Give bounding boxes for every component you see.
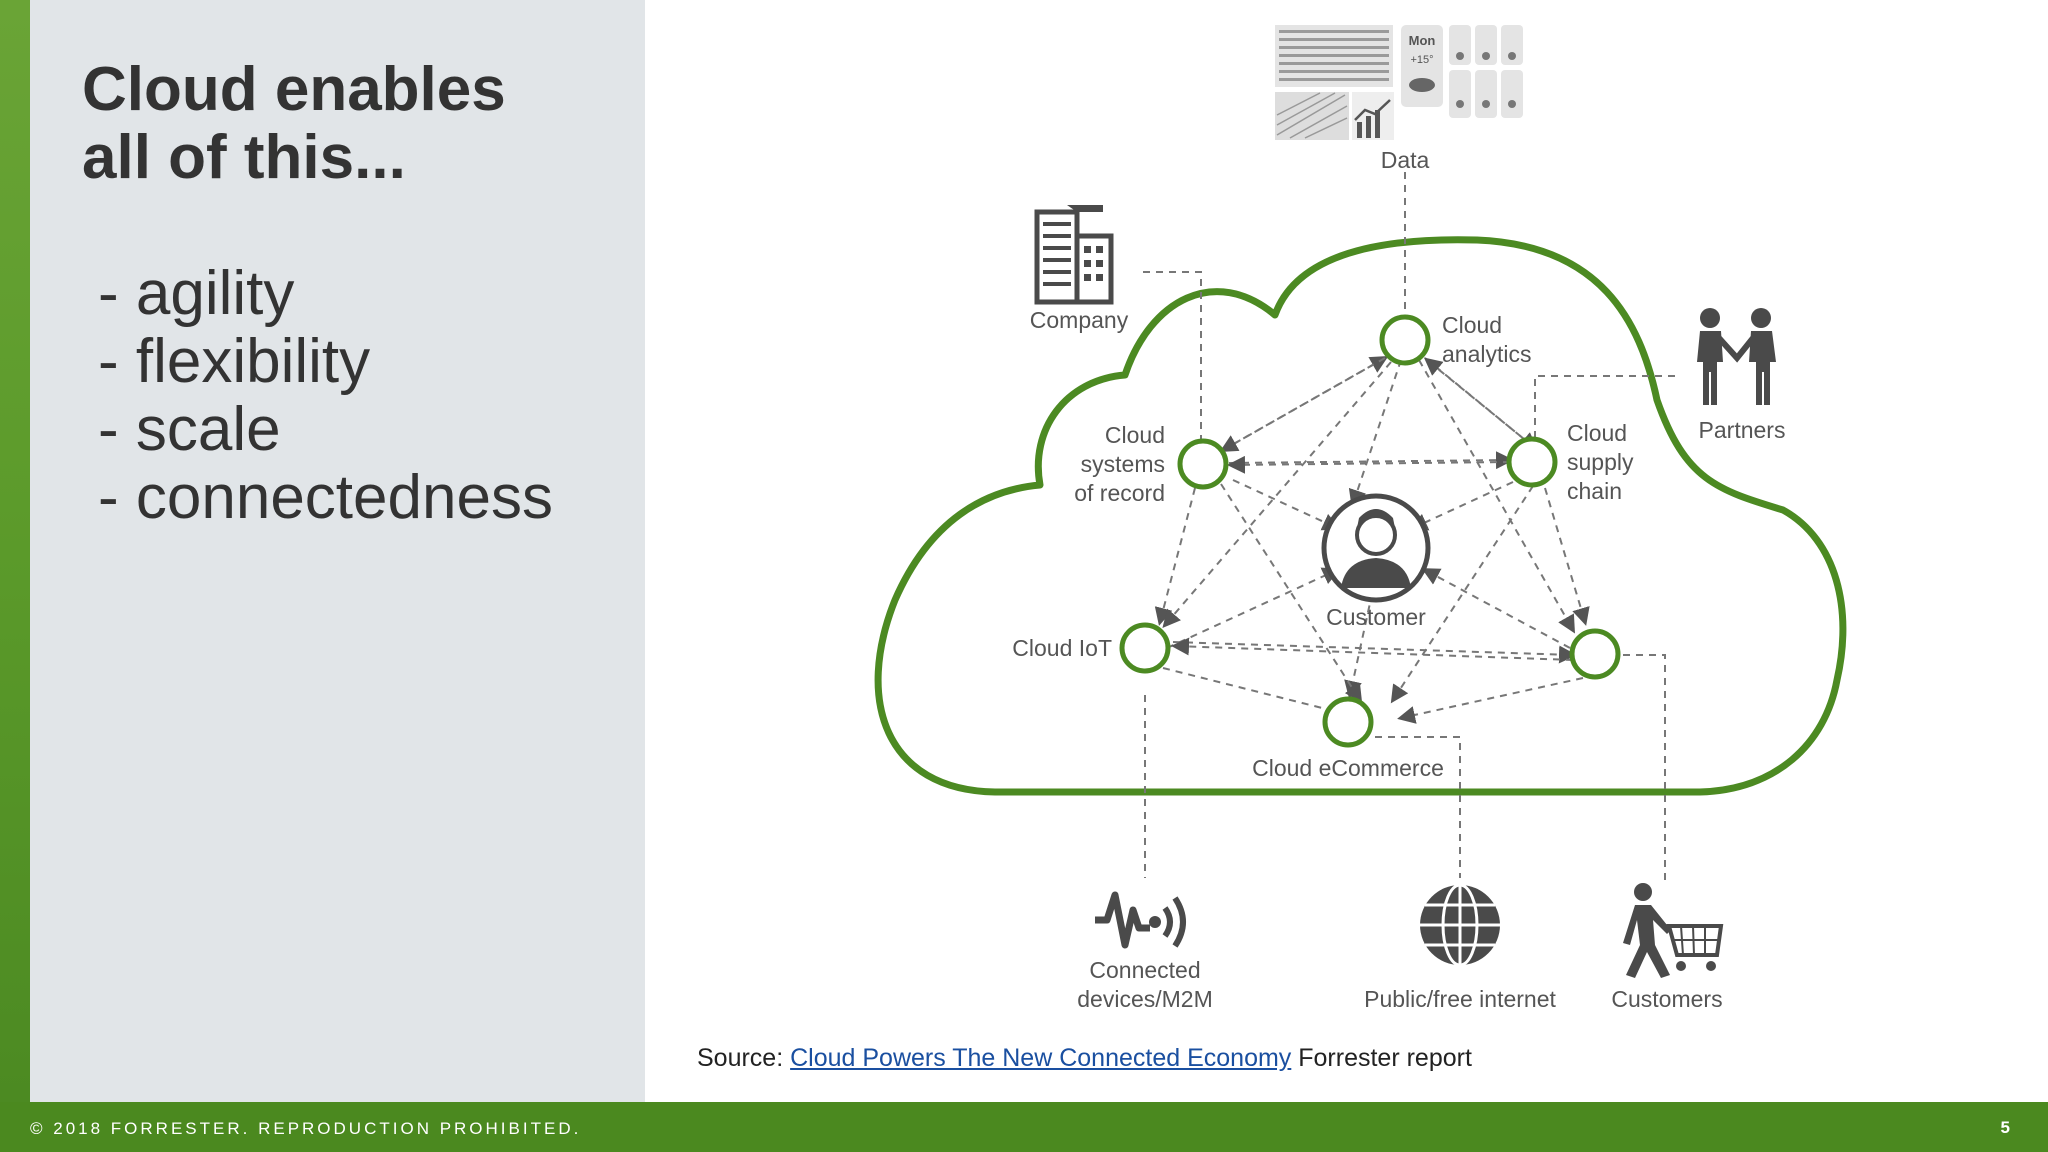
company-connector: [1143, 271, 1202, 440]
heading-line-1: Cloud enables: [82, 55, 506, 124]
accent-stripe: [0, 0, 30, 1102]
heading-line-2: all of this...: [82, 123, 406, 192]
partners-connector: [1534, 375, 1675, 440]
cloud-systems-label-line-3: of record: [1074, 480, 1165, 506]
company-label: Company: [1030, 307, 1129, 333]
cloud-systems-label-line-1: Cloud: [1105, 422, 1165, 448]
cloud-supply-chain-label-line-2: supply: [1567, 449, 1634, 475]
list-item: - connectedness: [98, 463, 553, 532]
globe-icon: [1420, 883, 1500, 967]
cloud-iot-label: Cloud IoT: [1012, 635, 1112, 661]
customer-label: Customer: [1326, 604, 1426, 630]
source-suffix: Forrester report: [1291, 1044, 1472, 1072]
page-number: 5: [2000, 1118, 2010, 1137]
benefits-list: - agility - flexibility - scale - connec…: [98, 260, 553, 532]
cloud-outline: [874, 236, 1847, 796]
public-internet-label: Public/free internet: [1364, 986, 1556, 1012]
cloud-supply-chain-label-line-1: Cloud: [1567, 420, 1627, 446]
cloud-analytics-label-line-2: analytics: [1442, 341, 1531, 367]
shopping-cart-customer-icon: [1623, 883, 1724, 978]
connected-devices-icon: [1095, 891, 1186, 949]
node-cloud-systems-of-record: [1177, 438, 1229, 490]
copyright-notice: © 2018 FORRESTER. REPRODUCTION PROHIBITE…: [30, 1119, 582, 1138]
node-cloud-iot: [1119, 622, 1171, 674]
source-citation: Source: Cloud Powers The New Connected E…: [697, 1044, 1472, 1073]
cloud-systems-label-line-2: systems: [1081, 451, 1165, 477]
customers-label: Customers: [1611, 986, 1722, 1012]
weather-day: Mon: [1409, 33, 1436, 48]
node-cloud-analytics: [1379, 314, 1431, 366]
connection-arrows: [1154, 356, 1590, 724]
source-report-link[interactable]: Cloud Powers The New Connected Economy: [790, 1044, 1292, 1072]
cloud-analytics-label-line-1: Cloud: [1442, 312, 1502, 338]
left-text-panel: [30, 0, 645, 1102]
customer-avatar-icon: [1321, 493, 1431, 603]
cloud-supply-chain-label-line-3: chain: [1567, 478, 1622, 504]
connected-devices-label-line-1: Connected: [1089, 957, 1200, 983]
data-label: Data: [1381, 147, 1430, 173]
weather-temperature: +15°: [1410, 54, 1433, 66]
list-item: - flexibility: [98, 327, 371, 396]
internet-connector: [1375, 736, 1461, 878]
partners-handshake-icon: [1697, 308, 1776, 405]
source-prefix: Source:: [697, 1044, 791, 1072]
partners-label: Partners: [1699, 417, 1786, 443]
node-cloud-supply-chain: [1506, 436, 1558, 488]
customers-connector: [1597, 654, 1666, 885]
cloud-ecommerce-label: Cloud eCommerce: [1252, 755, 1444, 781]
list-item: - agility: [98, 259, 295, 328]
node-cloud-ecommerce: [1322, 696, 1374, 748]
cloud-ecosystem-diagram: Mon +15°: [874, 25, 1847, 1012]
node-unlabeled: [1569, 628, 1621, 680]
data-dashboard-icon: Mon +15°: [1275, 25, 1523, 140]
connected-devices-label-line-2: devices/M2M: [1077, 986, 1212, 1012]
company-building-icon: [1034, 205, 1114, 305]
slide-heading: Cloud enables all of this...: [82, 56, 622, 192]
list-item: - scale: [98, 395, 281, 464]
slide-footer: © 2018 FORRESTER. REPRODUCTION PROHIBITE…: [0, 1102, 2048, 1152]
